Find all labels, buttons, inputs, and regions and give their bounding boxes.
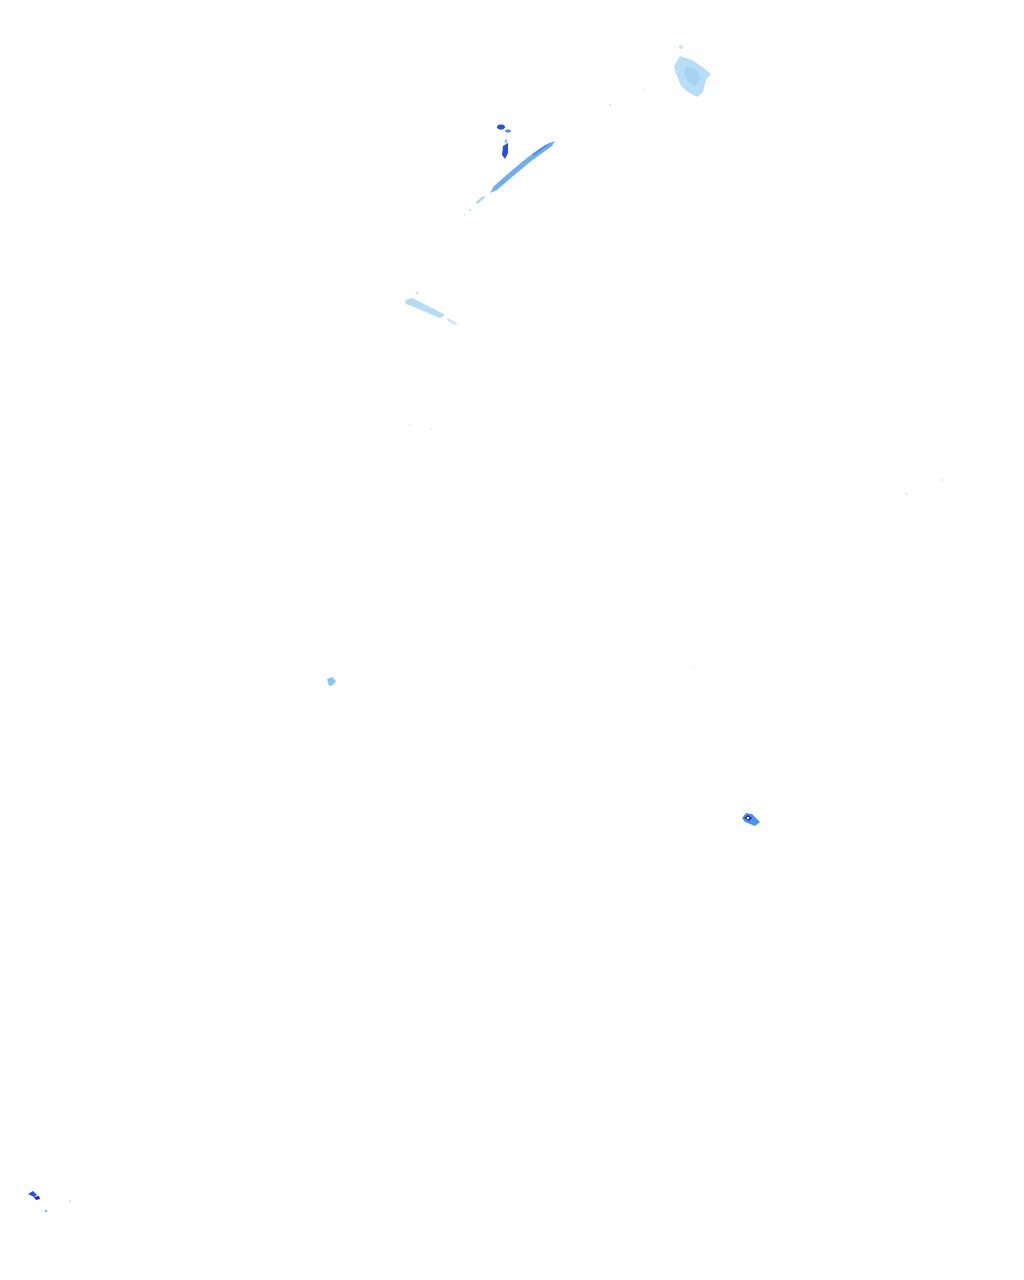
rain-echo-strong-cell [497,124,511,159]
rain-echo-strong-cell [742,813,760,826]
rain-echo-cell [327,677,336,686]
rain-echo-specks [409,424,943,668]
rain-echo-band [464,141,555,216]
rain-echo-specks [608,89,645,107]
rain-echo-band [405,291,458,325]
rain-echo-cell [674,45,711,97]
rain-echo-strong-cell [28,1191,71,1213]
